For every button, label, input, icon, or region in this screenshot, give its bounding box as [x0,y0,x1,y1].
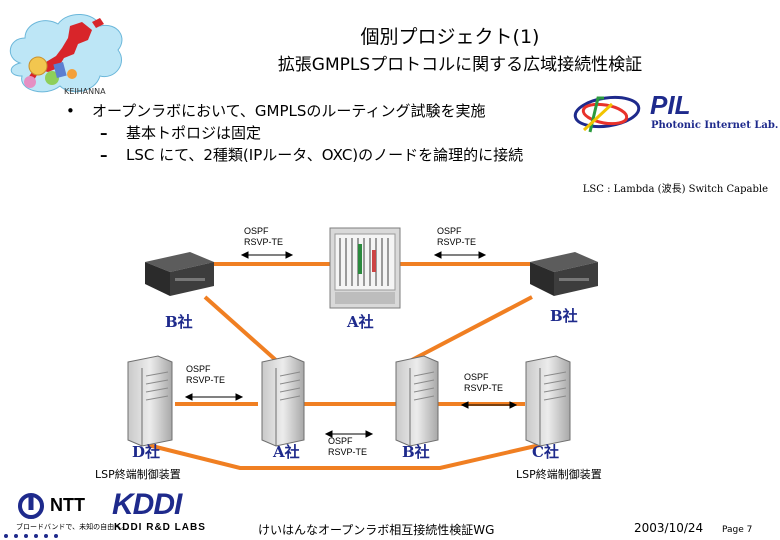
pil-logo-text: PIL [650,90,691,120]
link-lines [147,262,541,470]
server-tower-icon [127,355,173,447]
company-label: B社 [550,307,578,325]
server-tower-icon [525,355,571,447]
company-label: A社 [347,313,374,331]
pil-swirl-icon [573,95,641,133]
dash-marker: – [100,146,108,164]
svg-text:KEIHANNA: KEIHANNA [64,87,106,96]
company-label: B社 [402,443,430,461]
protocol-line1: OSPF [186,364,211,374]
page-number: Page 7 [722,525,753,535]
ntt-tagline: ブロードバンドで、未知の自由へ。 [16,523,129,531]
protocol-label: OSPF RSVP-TE [437,226,476,248]
bullet-item: オープンラボにおいて、GMPLSのルーティング試験を実施 [62,100,523,122]
sub-bullet-text: 基本トポロジは固定 [126,124,262,142]
protocol-label: OSPF RSVP-TE [464,372,503,394]
company-label: C社 [532,443,559,461]
lsp-controller-label: LSP終端制御装置 [516,468,602,481]
protocol-label: OSPF RSVP-TE [186,364,225,386]
protocol-line1: OSPF [464,372,489,382]
footer-center-text: けいはんなオープンラボ相互接続性検証WG [258,523,495,537]
protocol-line1: OSPF [244,226,269,236]
lsp-controller-label: LSP終端制御装置 [95,468,181,481]
server-tower-icon [261,355,305,447]
slide-subtitle: 拡張GMPLSプロトコルに関する広域接続性検証 [277,55,643,75]
footer-date: 2003/10/24 [634,521,704,535]
router-icon [530,252,598,296]
kddi-logo-subtitle: KDDI R&D LABS [114,522,206,533]
sub-bullet-item: –LSC にて、2種類(IPルータ、OXC)のノードを論理的に接続 [62,144,523,166]
company-label: D社 [132,443,161,461]
protocol-line2: RSVP-TE [328,447,368,457]
oxc-switch-icon [329,227,401,309]
ntt-logo-text: NTT [50,495,85,515]
company-label: A社 [273,443,300,461]
japan-map-logo: KEIHANNA [10,14,123,96]
protocol-line2: RSVP-TE [186,375,226,385]
kddi-logo-text: KDDI [112,488,182,521]
double-arrow-icons [184,251,518,438]
dots-decoration-icon [4,534,58,538]
protocol-line1: OSPF [328,436,353,446]
pil-logo-subtitle: Photonic Internet Lab. [651,120,779,131]
sub-bullet-text: LSC にて、2種類(IPルータ、OXC)のノードを論理的に接続 [126,146,524,164]
sub-bullet-item: –基本トポロジは固定 [62,122,523,144]
protocol-line1: OSPF [437,226,462,236]
link-line [147,443,541,470]
link-line [203,295,280,364]
lsc-note: LSC : Lambda (波長) Switch Capable [582,184,768,195]
protocol-line2: RSVP-TE [464,383,504,393]
bullet-list: オープンラボにおいて、GMPLSのルーティング試験を実施 –基本トポロジは固定 … [62,100,523,166]
protocol-line2: RSVP-TE [244,237,284,247]
ntt-logo-icon [18,493,44,519]
protocol-label: OSPF RSVP-TE [244,226,283,248]
slide-title: 個別プロジェクト(1) [360,26,540,48]
company-label: B社 [165,313,193,331]
router-icon [145,252,214,296]
server-tower-icon [395,355,439,447]
protocol-line2: RSVP-TE [437,237,477,247]
link-line [407,295,533,364]
dash-marker: – [100,124,108,142]
protocol-label: OSPF RSVP-TE [328,436,367,458]
